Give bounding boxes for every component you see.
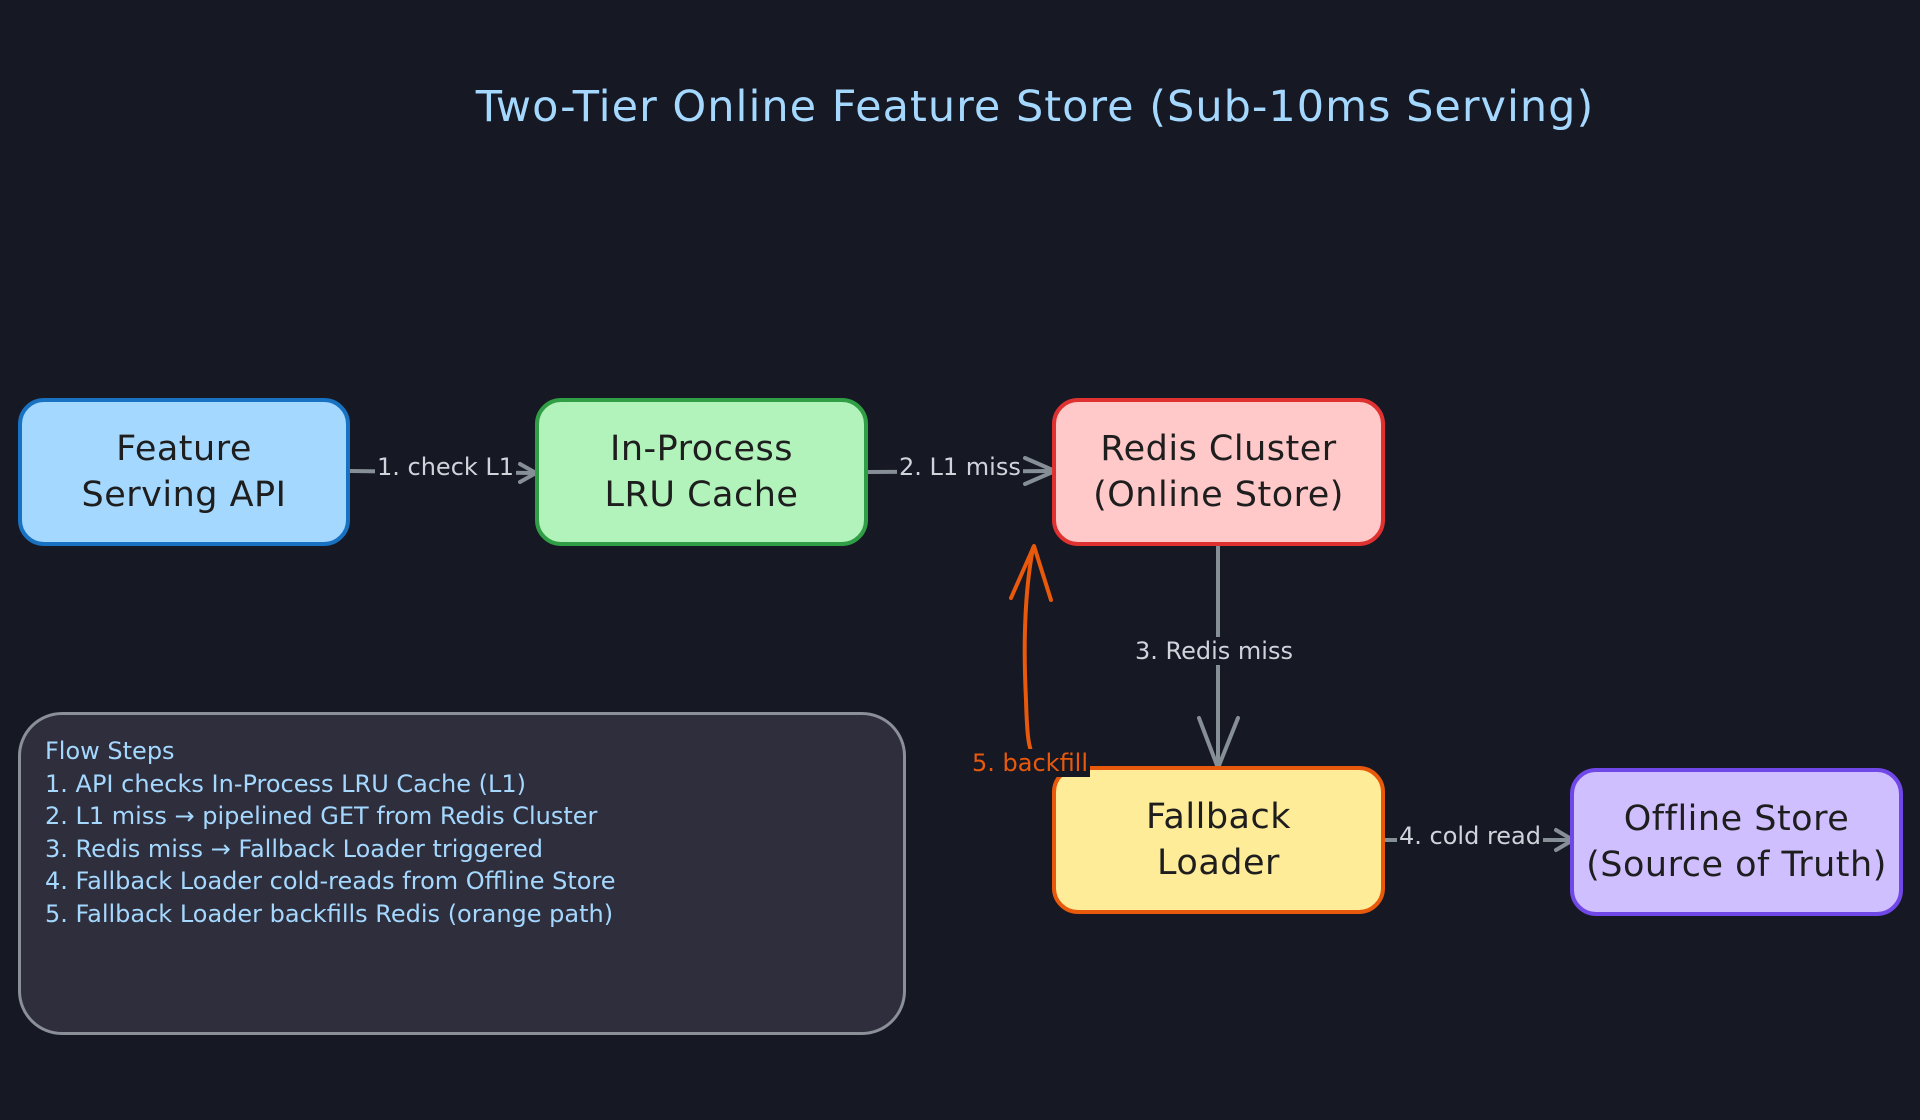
diagram-title: Two-Tier Online Feature Store (Sub-10ms … (475, 82, 1595, 132)
arrow-backfill (1022, 546, 1110, 775)
node-label-line: Feature (116, 429, 252, 469)
node-label-line: Serving API (81, 475, 287, 515)
arrowhead-backfill (1009, 544, 1053, 602)
node-label-line: Loader (1157, 843, 1280, 883)
edge-label-redis-miss: 3. Redis miss (1133, 637, 1295, 665)
edge-label-check-l1: 1. check L1 (375, 453, 517, 481)
node-offline-store[interactable]: Offline Store (Source of Truth) (1570, 768, 1903, 916)
node-fallback-loader[interactable]: Fallback Loader (1052, 766, 1385, 914)
flow-steps-panel: Flow Steps 1. API checks In-Process LRU … (18, 712, 906, 1035)
node-label-line: (Online Store) (1093, 475, 1344, 515)
flow-step: 4. Fallback Loader cold-reads from Offli… (45, 867, 616, 895)
node-lru-cache[interactable]: In-Process LRU Cache (535, 398, 868, 546)
node-label-line: (Source of Truth) (1586, 845, 1887, 885)
node-label-line: Redis Cluster (1100, 429, 1337, 469)
edge-label-cold-read: 4. cold read (1397, 822, 1543, 850)
edge-label-backfill: 5. backfill (970, 749, 1091, 777)
node-feature-serving-api[interactable]: Feature Serving API (18, 398, 350, 546)
flow-step: 3. Redis miss → Fallback Loader triggere… (45, 834, 544, 863)
node-label-line: In-Process (610, 429, 793, 469)
flow-step: 1. API checks In-Process LRU Cache (L1) (45, 769, 527, 798)
edge-label-l1-miss: 2. L1 miss (897, 453, 1023, 481)
node-redis-cluster[interactable]: Redis Cluster (Online Store) (1052, 398, 1385, 546)
flow-steps-heading: Flow Steps (45, 737, 175, 765)
flow-step: 2. L1 miss → pipelined GET from Redis Cl… (45, 802, 598, 830)
flow-step: 5. Fallback Loader backfills Redis (oran… (45, 899, 614, 928)
node-label-line: Offline Store (1623, 799, 1850, 839)
node-label-line: Fallback (1146, 797, 1291, 837)
node-label-line: LRU Cache (604, 475, 799, 515)
